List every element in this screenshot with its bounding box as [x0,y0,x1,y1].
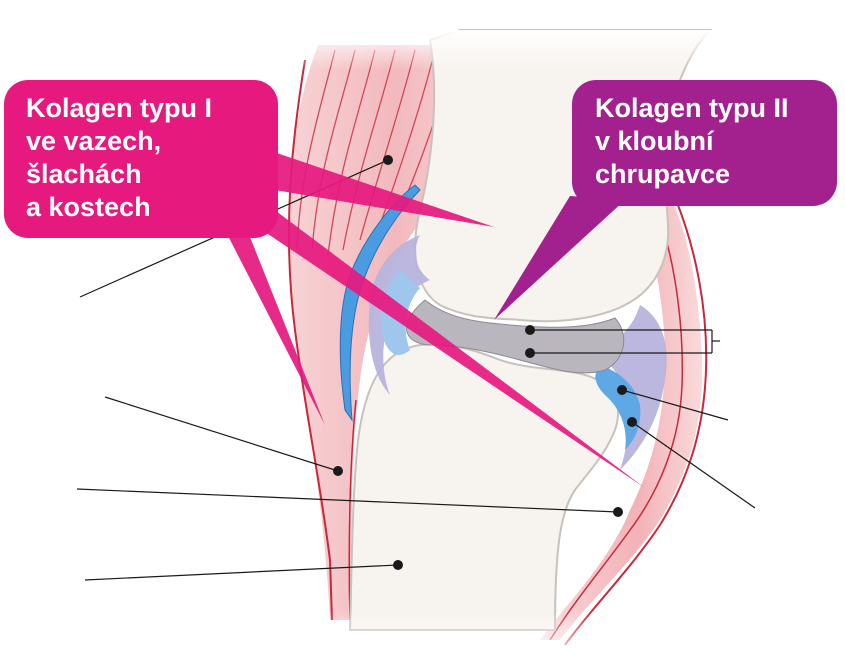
callout-type-two-line-3: chrupavce [595,159,730,189]
dot-marker [393,560,403,570]
leader-tibia [84,564,399,581]
callout-type-one-text: Kolagen typu I ve vazech, šlachách a kos… [26,93,220,222]
left-tendon-edge [287,59,333,621]
callout-type-one-box [4,80,278,238]
dot-marker [627,417,637,427]
leader-capsule [631,421,756,509]
synovial-fluid-right [595,365,641,450]
fade-top [280,30,740,70]
callout-type-one-pointers [225,150,645,488]
right-tendon [540,200,703,640]
dot-marker [525,348,535,358]
articular-cartilage [406,299,625,374]
right-tendon-outer-edge [564,199,708,646]
dot-markers [333,155,637,570]
callout-type-one-line-1: Kolagen typu I [26,93,212,123]
dot-marker [333,466,343,476]
dot-marker [613,507,623,517]
tibia-bone [348,343,620,631]
callout-type-one-line-4: a kostech [26,192,151,222]
callout-type-one-line-3: šlachách [26,159,142,189]
muscle-fibers [296,49,456,256]
callout-type-two-box [572,80,837,206]
dot-marker [383,155,393,165]
left-tendon-inner-edge [348,399,357,621]
leader-tendon [104,396,339,472]
bursa-blue-strip [339,184,421,422]
pointer-to-muscle [268,150,494,227]
dot-marker [617,385,627,395]
dot-marker [525,325,535,335]
right-tendon-inner-edge [549,224,684,641]
pointer-to-tendon [225,230,325,425]
callout-type-two-line-2: v kloubní [595,126,715,156]
fade-bottom [280,610,740,666]
callout-type-one-line-2: ve vazech, [26,126,161,156]
callout-type-two-text: Kolagen typu II v kloubní chrupavce [595,93,796,189]
callout-type-two-pointer [494,196,625,320]
leader-synovial [621,389,729,421]
pointer-to-femur [248,190,645,488]
callout-type-two-line-1: Kolagen typu II [595,93,789,123]
joint-capsule-left [368,235,430,395]
leader-right-tendon [76,488,619,513]
